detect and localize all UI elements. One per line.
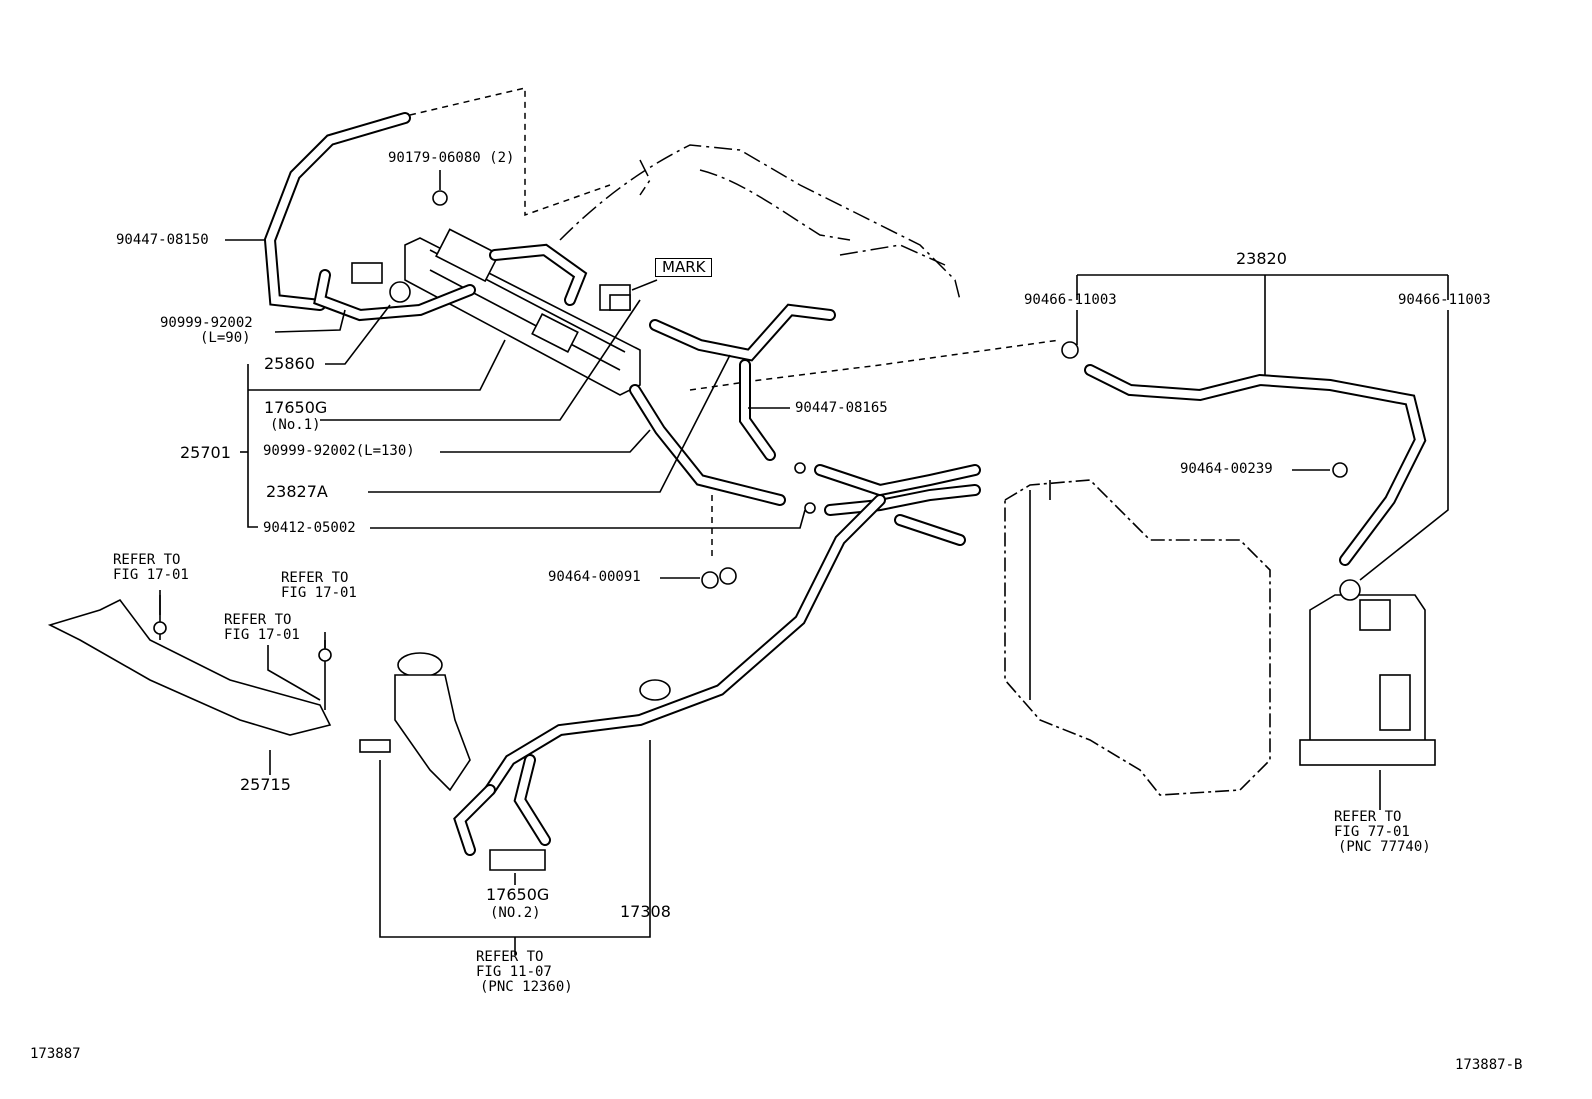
callout-90466-11003-left: 90466-11003 [1024,292,1117,308]
refer-note-5-line2: FIG 77-01 [1334,824,1410,840]
leader-lines [159,170,1449,955]
callout-90466-11003-right: 90466-11003 [1398,292,1491,308]
refer-note-1-line2: FIG 17-01 [113,567,189,583]
refer-note-2-line2: FIG 17-01 [281,585,357,601]
callout-90999-92002-l90: 90999-92002 [160,315,253,331]
refer-note-4-line1: REFER TO [476,949,544,965]
refer-note-3-line2: FIG 17-01 [224,627,300,643]
callout-90999-92002-l130: 90999-92002(L=130) [263,443,415,459]
callout-90447-08150: 90447-08150 [116,232,209,248]
callout-90412-05002: 90412-05002 [263,520,356,536]
refer-note-5-line1: REFER TO [1334,809,1402,825]
vsv-bracket [351,228,641,396]
callout-90179-06080: 90179-06080 (2) [388,150,515,166]
callout-90447-08165: 90447-08165 [795,400,888,416]
callout-90464-00239: 90464-00239 [1180,461,1273,477]
callout-25715: 25715 [240,775,291,794]
refer-note-4-line3: (PNC 12360) [480,979,573,995]
vacuum-hoses [263,112,1427,856]
callout-17650g-no2: 17650G [486,885,550,904]
fuel-tank [1004,479,1271,796]
callout-17650g-no1-note: (No.1) [270,417,321,433]
callout-25860: 25860 [264,354,315,373]
engine-mount-parts [359,652,671,871]
callout-17650g-no1: 17650G [264,398,328,417]
figure-id-left: 173887 [30,1046,81,1062]
refer-note-2-line1: REFER TO [281,570,349,586]
figure-id-right: 173887-B [1455,1057,1523,1073]
callout-25701: 25701 [180,443,231,462]
mark-label: MARK [655,258,713,277]
callout-17650g-no2-note: (NO.2) [490,905,541,921]
refer-note-5-line3: (PNC 77740) [1338,839,1431,855]
intake-manifold-outline [409,87,1061,391]
callout-23827a: 23827A [266,482,328,501]
charcoal-canister [1299,579,1436,766]
clamps [432,190,1348,589]
refer-note-3-line1: REFER TO [224,612,292,628]
callout-23820: 23820 [1236,249,1287,268]
callout-17308: 17308 [620,902,671,921]
refer-note-4-line2: FIG 11-07 [476,964,552,980]
callout-90999-92002-l90-length: (L=90) [200,330,251,346]
callout-90464-00091: 90464-00091 [548,569,641,585]
refer-note-1-line1: REFER TO [113,552,181,568]
